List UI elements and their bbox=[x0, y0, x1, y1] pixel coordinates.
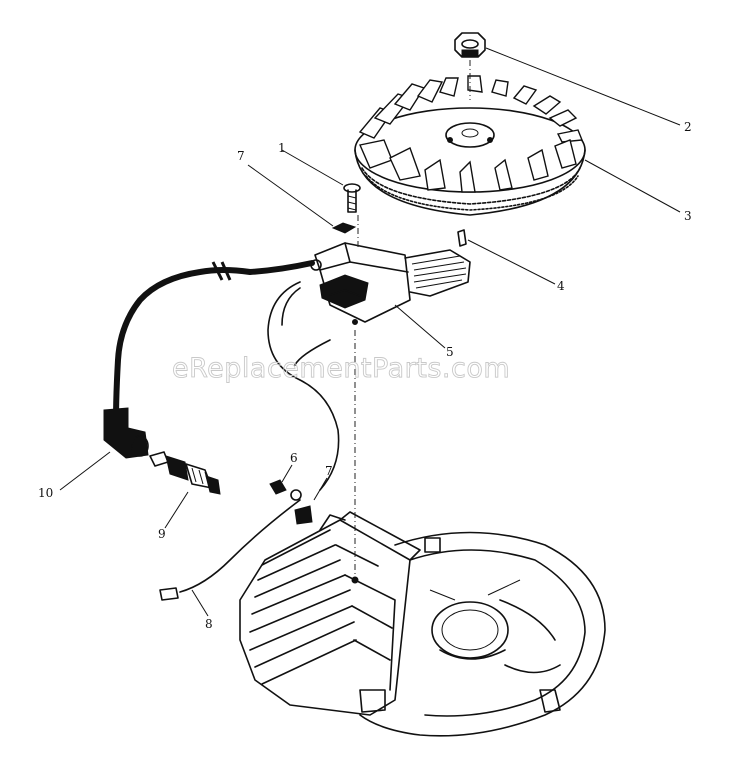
callout-7-bottom: 7 bbox=[325, 464, 333, 478]
flywheel-icon bbox=[354, 75, 586, 216]
spark-plug-icon bbox=[149, 451, 221, 495]
washer-icon bbox=[331, 222, 357, 234]
callout-6: 6 bbox=[290, 451, 298, 465]
leader-lines bbox=[59, 47, 681, 617]
nut-icon bbox=[454, 32, 486, 58]
spark-plug-boot-icon bbox=[103, 407, 149, 459]
callout-10: 10 bbox=[38, 486, 53, 500]
screw-icon bbox=[343, 183, 361, 213]
callout-9: 9 bbox=[158, 527, 166, 541]
callout-2: 2 bbox=[684, 120, 692, 134]
center-line bbox=[354, 60, 471, 575]
ground-wire-icon bbox=[159, 281, 340, 601]
spark-plug-wire bbox=[113, 260, 315, 423]
engine-block-icon bbox=[239, 511, 606, 737]
callout-8: 8 bbox=[205, 617, 213, 631]
watermark-text: eReplacementParts.com bbox=[172, 353, 510, 384]
callout-5: 5 bbox=[446, 345, 454, 359]
ignition-module-icon bbox=[310, 242, 471, 325]
callout-4: 4 bbox=[557, 279, 565, 293]
key-icon bbox=[457, 229, 467, 247]
callout-7-top: 7 bbox=[237, 149, 245, 163]
callout-1: 1 bbox=[278, 141, 286, 155]
callout-3: 3 bbox=[684, 209, 692, 223]
